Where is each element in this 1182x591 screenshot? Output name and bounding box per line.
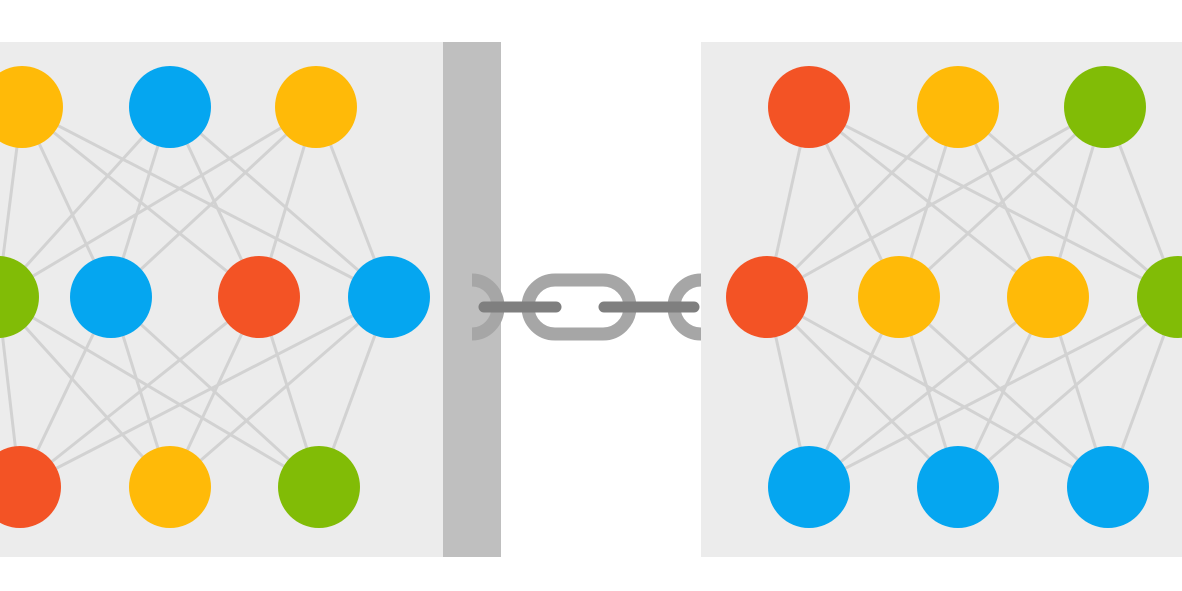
right-network-node-yellow (1007, 256, 1089, 338)
left-network-node-green (278, 446, 360, 528)
right-network-edge (765, 105, 960, 299)
left-network-edge (0, 105, 172, 298)
right-network-edge (808, 295, 1049, 489)
left-network-node-yellow (275, 66, 357, 148)
right-network-edge (808, 295, 1179, 489)
left-network-node-green (0, 256, 39, 338)
right-network-node-green (1137, 256, 1182, 338)
left-network-node-blue (129, 66, 211, 148)
left-network-edge (21, 105, 390, 299)
left-network-edge (0, 296, 320, 489)
right-network-node-blue (917, 446, 999, 528)
left-network-edge (19, 295, 390, 489)
right-network-edge (766, 295, 1109, 489)
left-network-node-yellow (129, 446, 211, 528)
right-network-edge (765, 295, 960, 489)
left-network-node-blue (70, 256, 152, 338)
left-network-node-blue (348, 256, 430, 338)
right-network-node-orange (768, 66, 850, 148)
left-network-node-yellow (0, 66, 63, 148)
left-network-node-orange (218, 256, 300, 338)
left-network-edge (169, 105, 390, 299)
right-network-node-green (1064, 66, 1146, 148)
right-network-edge (957, 105, 1179, 299)
left-network-edge (169, 295, 390, 489)
right-network-nodes (726, 66, 1182, 528)
right-network-node-blue (1067, 446, 1149, 528)
left-network-edge (109, 105, 318, 299)
left-network-edge (0, 105, 317, 298)
right-network-edge (897, 105, 1107, 299)
right-network-edge (957, 295, 1179, 489)
left-network-node-orange (0, 446, 61, 528)
left-network-edge (19, 295, 260, 489)
right-network-node-yellow (858, 256, 940, 338)
right-network-node-yellow (917, 66, 999, 148)
left-network-edge (0, 296, 172, 489)
left-network-nodes (0, 66, 430, 528)
chain-link-icon (471, 273, 702, 341)
right-network-edge (766, 105, 1106, 299)
right-network-node-blue (768, 446, 850, 528)
right-network-edge (808, 105, 1179, 299)
right-network-node-orange (726, 256, 808, 338)
